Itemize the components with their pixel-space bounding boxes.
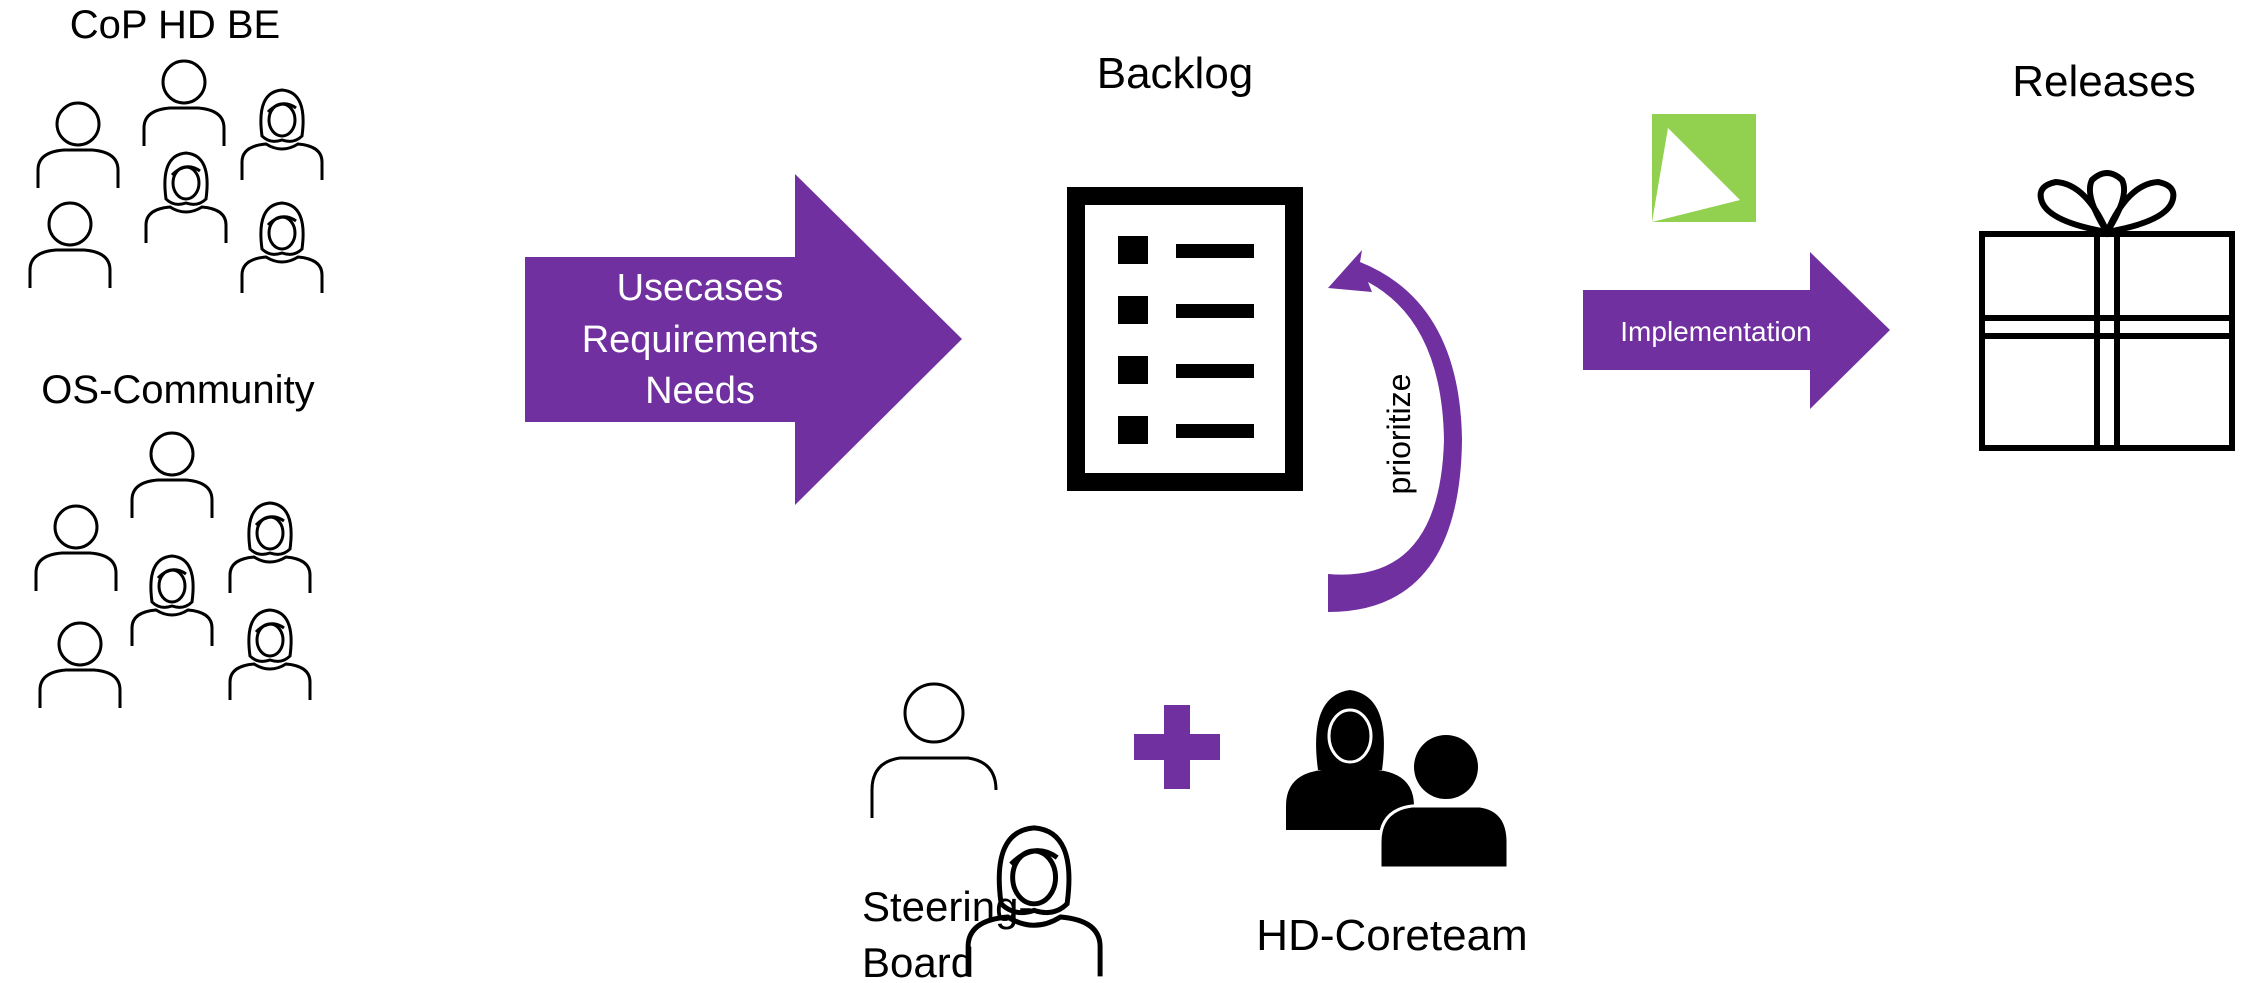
requirements-arrow: Usecases Requirements Needs	[525, 174, 962, 505]
person-outline-icon	[36, 101, 120, 190]
steering-label-line2: Board	[862, 939, 974, 983]
person-filled-icon	[1414, 735, 1478, 799]
coreteam-icon	[1286, 690, 1510, 870]
os-people	[34, 431, 312, 710]
woman-outline-icon	[144, 151, 228, 245]
plus-icon	[1134, 705, 1220, 789]
releases-title: Releases	[2012, 57, 2195, 106]
gift-icon	[1979, 170, 2235, 451]
person-outline-icon	[130, 431, 214, 520]
implementation-arrow: Implementation	[1583, 252, 1890, 409]
arrow-line-needs: Needs	[645, 370, 755, 412]
arrow-line-requirements: Requirements	[582, 319, 819, 361]
woman-outline-icon	[228, 608, 312, 702]
person-outline-icon	[903, 682, 965, 744]
woman-outline-icon	[228, 501, 312, 595]
logo-icon	[1652, 114, 1756, 222]
backlog-title: Backlog	[1097, 49, 1254, 98]
prioritize-arrow: prioritize	[1328, 250, 1462, 612]
cop-group-label: CoP HD BE	[70, 3, 280, 47]
steering-label-line1: Steering-	[862, 883, 1032, 930]
prioritize-label: prioritize	[1381, 374, 1417, 495]
cop-people	[28, 59, 324, 295]
os-group-label: OS-Community	[41, 368, 314, 412]
person-outline-icon	[142, 59, 226, 148]
arrow-line-usecases: Usecases	[617, 267, 784, 309]
implementation-label: Implementation	[1620, 316, 1811, 347]
woman-outline-icon	[130, 554, 214, 648]
steering-board-icon	[870, 682, 1100, 976]
checklist-icon	[1067, 187, 1303, 491]
woman-outline-icon	[240, 88, 324, 182]
person-outline-icon	[34, 504, 118, 593]
woman-outline-icon	[240, 201, 324, 295]
person-outline-icon	[28, 201, 112, 290]
person-outline-icon	[38, 621, 122, 710]
coreteam-label: HD-Coreteam	[1256, 911, 1527, 960]
